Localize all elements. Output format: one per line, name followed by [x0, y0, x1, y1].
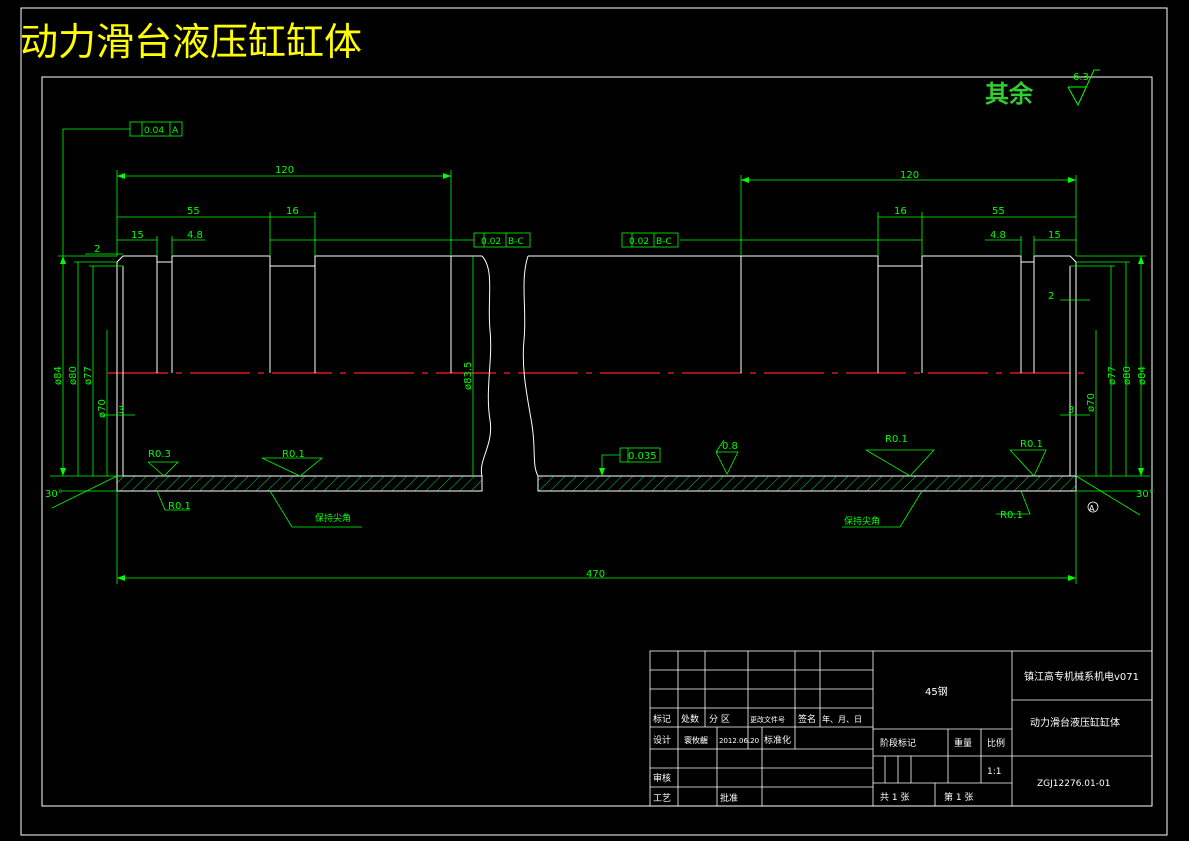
- tb-standardize: 标准化: [764, 734, 791, 746]
- datum-a-label: A: [1089, 504, 1095, 513]
- dim-d84-right: ø84: [1137, 366, 1148, 385]
- dim-left-16: 16: [286, 206, 299, 217]
- runout-left-datum: B-C: [508, 237, 524, 247]
- hatch-left: [116, 475, 483, 492]
- title-block-texts: 45钢 镇江高专机械系机电v071 动力滑台液压缸缸体 ZGJ12276.01-…: [653, 670, 1139, 804]
- dim-d80-right: ø80: [1122, 366, 1133, 385]
- tb-scale-label: 比例: [987, 737, 1005, 749]
- dim-left-4-8: 4.8: [187, 230, 203, 241]
- radius-r03: R0.3: [148, 449, 171, 460]
- outer-border: [20, 7, 1168, 836]
- title-block: [649, 650, 1153, 807]
- dim-right-55: 55: [992, 206, 1005, 217]
- sharp-note-right: 保持尖角: [844, 515, 880, 527]
- tb-header-3: 更改文件号: [750, 715, 785, 724]
- dim-overall-470: 470: [586, 569, 605, 580]
- tb-stage-mark: 阶段标记: [880, 737, 916, 749]
- dim-left-120: 120: [275, 165, 294, 176]
- tb-process: 工艺: [653, 793, 671, 804]
- dim-right-3: 3: [1068, 405, 1074, 416]
- datum-a-marker: [1087, 501, 1099, 513]
- tolerance-frame-top: 0.04 A: [129, 121, 183, 137]
- tb-header-1: 处数: [681, 713, 699, 725]
- radius-r01-right-a: R0.1: [885, 434, 908, 445]
- surface-roughness-value: 6.3: [1073, 72, 1089, 83]
- dim-d70-left: ø70: [97, 399, 108, 418]
- runout-left-value: 0.02: [481, 237, 501, 247]
- tb-company: 镇江高专机械系机电v071: [1024, 670, 1139, 683]
- dimension-lines: [50, 128, 1150, 584]
- radius-r01-left-b: R0.1: [168, 501, 191, 512]
- dim-right-120: 120: [900, 170, 919, 181]
- radius-r01-right-b: R0.1: [1020, 439, 1043, 450]
- part-right: [522, 255, 1077, 477]
- tb-drawing-no: ZGJ12276.01-01: [1037, 779, 1110, 789]
- tolerance-frame-right: 0.02 B-C: [621, 232, 679, 248]
- dim-right-2: 2: [1048, 291, 1054, 302]
- tb-sheet-no: 第 1 张: [944, 791, 973, 803]
- dim-left-2: 2: [94, 244, 100, 255]
- dim-left-15: 15: [131, 230, 144, 241]
- hatch-right: [537, 475, 1077, 492]
- tb-material: 45钢: [925, 685, 948, 698]
- dim-d84-left: ø84: [53, 366, 64, 385]
- dim-d80-left: ø80: [68, 366, 79, 385]
- dim-d83-5: ø83.5: [463, 362, 474, 390]
- runout-right-value: 0.02: [629, 237, 649, 247]
- tb-designer: 寰攸齷: [684, 735, 708, 745]
- tb-part-name: 动力滑台液压缸缸体: [1030, 716, 1120, 729]
- surface-note-label: 其余: [985, 80, 1034, 108]
- radius-r01-left-a: R0.1: [282, 449, 305, 460]
- inner-border: [41, 76, 1153, 807]
- part-left: [116, 255, 492, 477]
- tb-header-4: 签名: [798, 713, 816, 725]
- tb-header-0: 标记: [653, 713, 671, 725]
- radius-notes: R0.3 R0.1 R0.1 R0.1 R0.1 R0.1 0.8 保持尖角 保…: [148, 434, 1043, 527]
- dim-right-15: 15: [1048, 230, 1061, 241]
- tb-approve: 批准: [720, 792, 738, 804]
- tb-design-label: 设计: [653, 734, 671, 746]
- tolerance-frame-cylindricity: 0.035: [619, 447, 661, 463]
- runout-top-datum: A: [172, 126, 179, 136]
- tb-header-5: 年、月、日: [822, 714, 862, 724]
- roughness-symbol-icon: [1067, 69, 1100, 107]
- dim-angle-left: 30°: [45, 489, 63, 500]
- arrowheads: [60, 173, 1144, 581]
- dim-d77-right: ø77: [1107, 366, 1118, 385]
- dim-right-4-8: 4.8: [990, 230, 1006, 241]
- tb-sheets: 共 1 张: [880, 792, 909, 803]
- tb-header-2: 分 区: [709, 714, 730, 725]
- tb-weight: 重量: [954, 737, 972, 749]
- tb-scale-value: 1:1: [987, 767, 1001, 777]
- cylindricity-value: 0.035: [628, 451, 657, 462]
- drawing-title: 动力滑台液压缸缸体: [20, 20, 362, 64]
- dim-angle-right: 30°: [1136, 489, 1154, 500]
- tb-design-date: 2012.06.20: [719, 737, 759, 745]
- dim-left-55: 55: [187, 206, 200, 217]
- runout-right-datum: B-C: [656, 237, 672, 247]
- dim-d70-right: ø70: [1086, 393, 1097, 412]
- sharp-note-left: 保持尖角: [315, 512, 351, 524]
- radius-r01-right-c: R0.1: [1000, 510, 1023, 521]
- dim-left-3: 3: [118, 405, 124, 416]
- dim-right-16: 16: [894, 206, 907, 217]
- dimension-texts: 120 55 16 15 4.8 2 120 55 16 15 4.8 2 3 …: [45, 165, 1154, 580]
- tolerance-frame-left: 0.02 B-C: [473, 232, 531, 248]
- roughness-r08: 0.8: [722, 441, 738, 452]
- dim-d77-left: ø77: [83, 366, 94, 385]
- tb-review: 审核: [653, 772, 671, 784]
- runout-top-value: 0.04: [144, 126, 164, 136]
